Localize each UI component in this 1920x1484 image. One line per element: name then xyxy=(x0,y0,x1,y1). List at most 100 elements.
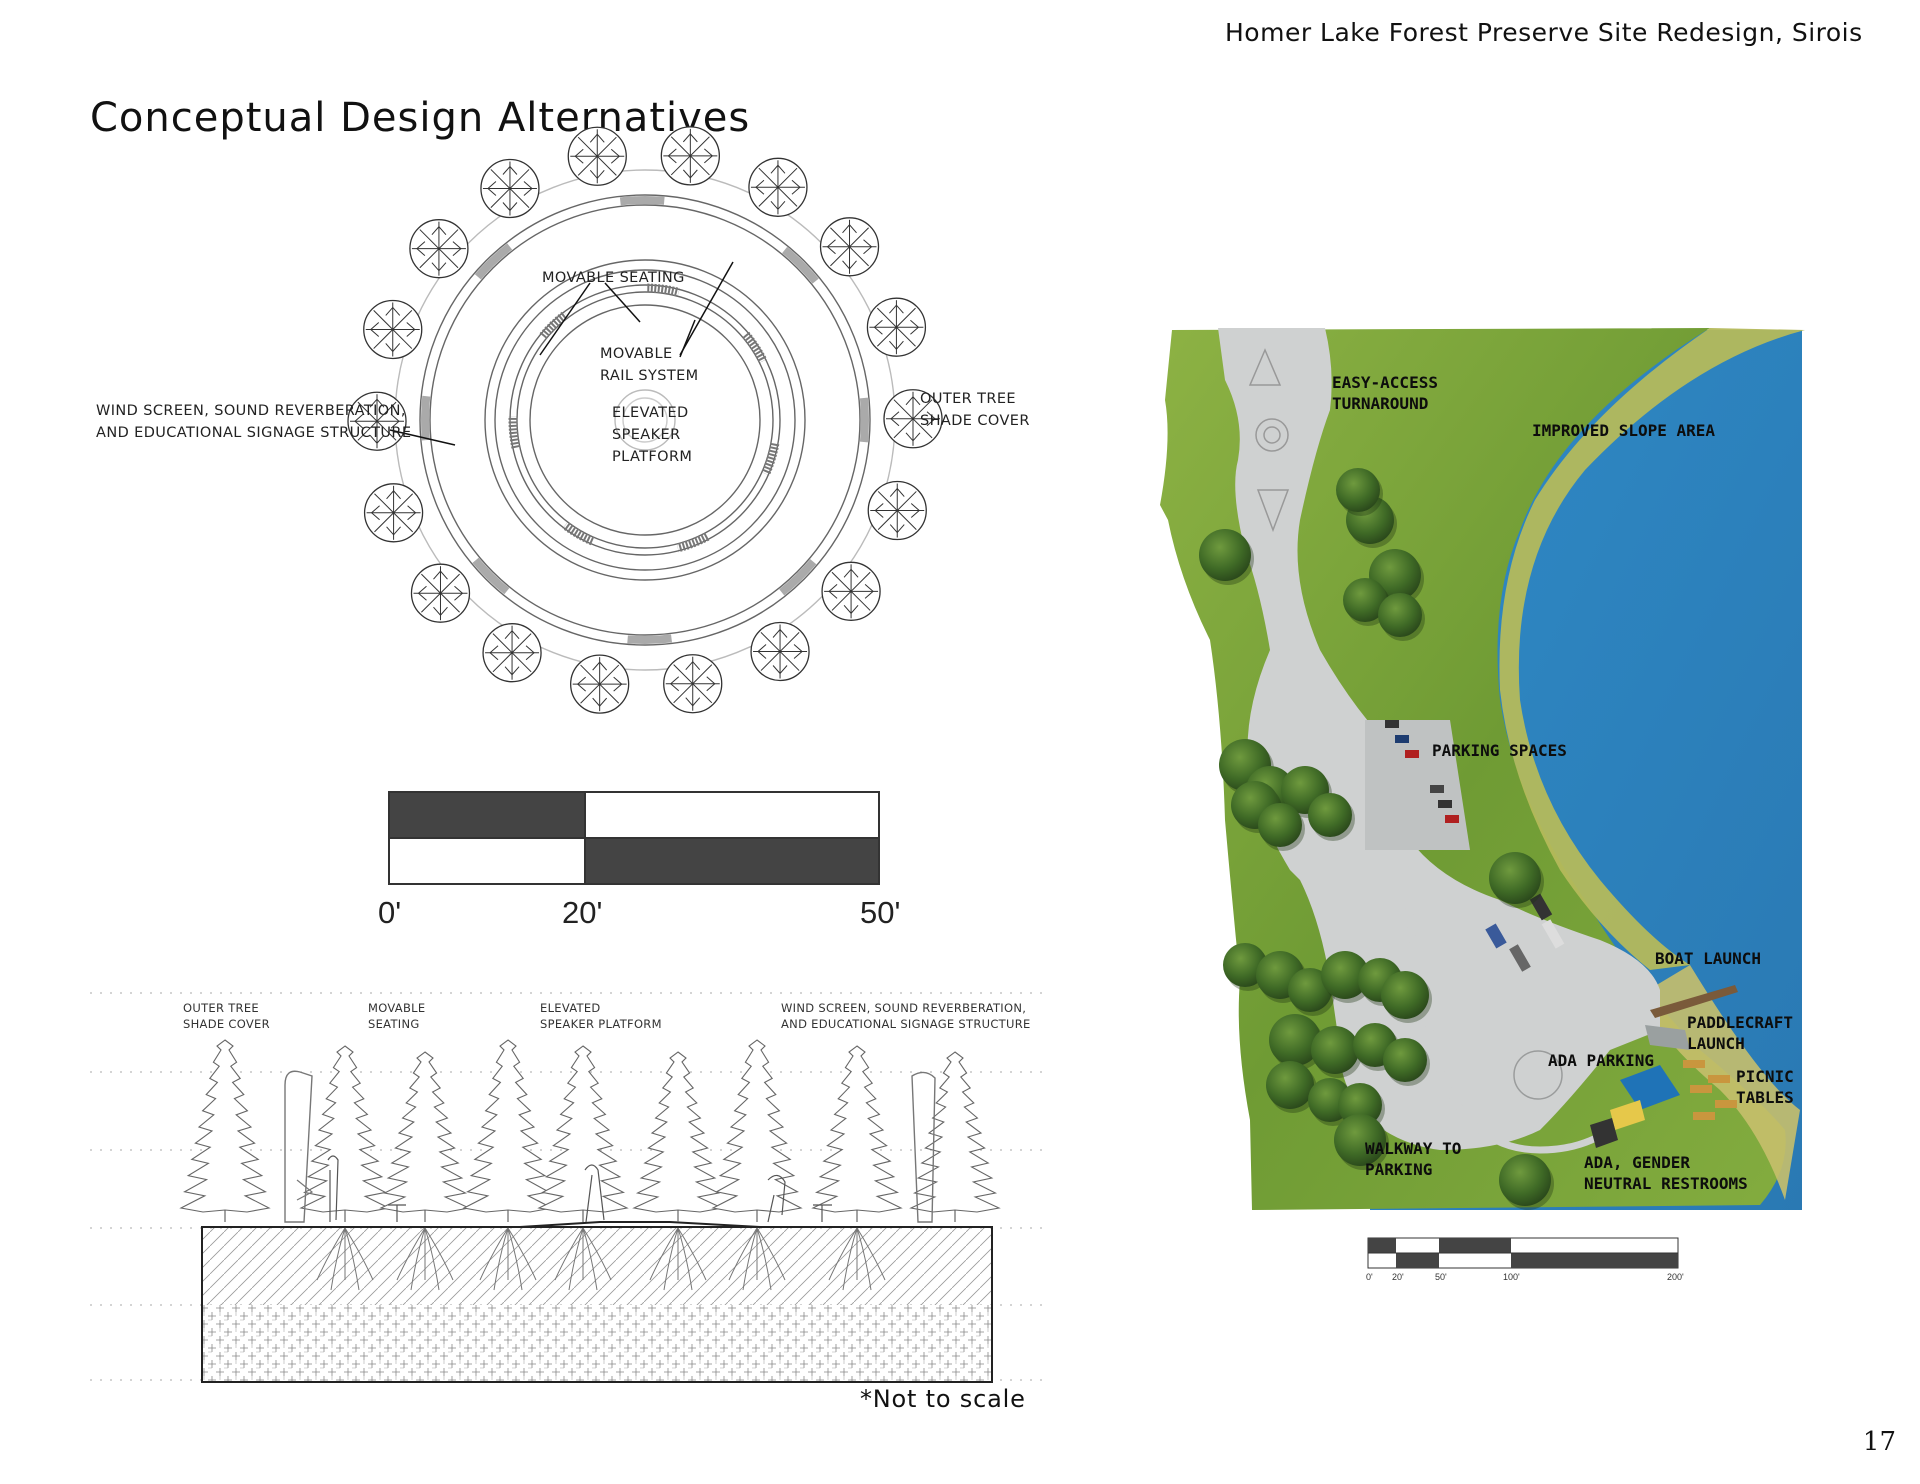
root-line xyxy=(344,1227,360,1291)
root-line xyxy=(842,1227,858,1291)
small-scale-tick-100: 100' xyxy=(1503,1272,1520,1282)
map-tree-icon xyxy=(1336,468,1383,516)
root-line xyxy=(649,1227,679,1281)
scale-tick-0: 0' xyxy=(378,895,402,930)
root-line xyxy=(330,1227,346,1291)
plan-label-outer-tree: OUTER TREE SHADE COVER xyxy=(920,391,1030,429)
root-line xyxy=(828,1227,858,1281)
plan-tree-icon xyxy=(821,561,881,621)
plan-tree-icon xyxy=(883,389,943,449)
scale-bar-large xyxy=(388,791,880,885)
root-line xyxy=(582,1227,612,1281)
small-scale-tick-50: 50' xyxy=(1435,1272,1447,1282)
section-tree-icon xyxy=(711,1039,803,1222)
map-label-restrooms: ADA, GENDER NEUTRAL RESTROOMS xyxy=(1584,1153,1748,1193)
root-line xyxy=(742,1227,758,1291)
plan-tree-icon xyxy=(363,483,424,543)
map-tree-icon xyxy=(1311,1026,1362,1078)
section-label-elevated-platform: ELEVATED SPEAKER PLATFORM xyxy=(540,1001,662,1031)
map-tree-icon xyxy=(1266,1061,1317,1113)
plan-tree-icon xyxy=(410,563,471,623)
section-tree-icon xyxy=(632,1051,724,1222)
root-line xyxy=(856,1227,886,1281)
root-line xyxy=(424,1227,454,1281)
plan-tree-icon xyxy=(748,157,808,217)
root-line xyxy=(316,1227,346,1281)
section-label-movable-seating: MOVABLE SEATING xyxy=(368,1001,426,1031)
plan-label-movable-seating: MOVABLE SEATING xyxy=(542,270,685,286)
not-to-scale-note: *Not to scale xyxy=(860,1385,1026,1413)
root-line xyxy=(728,1227,758,1281)
root-line xyxy=(410,1227,426,1291)
scale-tick-20: 20' xyxy=(562,895,603,930)
map-tree-icon xyxy=(1199,529,1254,585)
root-line xyxy=(856,1227,872,1291)
map-tree-icon xyxy=(1378,593,1425,641)
small-scale-tick-20: 20' xyxy=(1392,1272,1404,1282)
plan-tree-icon xyxy=(663,654,723,714)
plan-tree-icon xyxy=(750,621,810,682)
root-line xyxy=(677,1227,707,1281)
root-line xyxy=(582,1227,598,1291)
root-line xyxy=(568,1227,584,1291)
plan-tree-icon xyxy=(480,158,540,219)
root-line xyxy=(396,1227,426,1281)
map-tree-icon xyxy=(1269,1014,1324,1070)
map-tree-icon xyxy=(1489,852,1544,908)
map-label-ada-parking: ADA PARKING xyxy=(1548,1051,1654,1070)
section-tree-icon xyxy=(811,1045,903,1222)
plan-tree-icon xyxy=(570,654,630,714)
root-line xyxy=(554,1227,584,1281)
root-line xyxy=(677,1227,693,1291)
plan-tree-icon xyxy=(347,391,407,451)
map-tree-icon xyxy=(1308,793,1355,841)
map-tree-icon xyxy=(1334,1114,1389,1170)
root-line xyxy=(507,1227,523,1291)
map-tree-icon xyxy=(1346,496,1397,548)
section-tree-icon xyxy=(179,1039,271,1222)
plan-label-elevated-platform: ELEVATED SPEAKER PLATFORM xyxy=(612,405,693,465)
map-tree-icon xyxy=(1499,1154,1554,1210)
plan-label-wind-screen: WIND SCREEN, SOUND REVERBERATION, AND ED… xyxy=(96,403,412,441)
plan-tree-icon xyxy=(567,126,627,186)
root-line xyxy=(507,1227,537,1281)
scale-tick-50: 50' xyxy=(860,895,901,930)
map-label-slope: IMPROVED SLOPE AREA xyxy=(1532,421,1716,440)
map-tree-icon xyxy=(1258,803,1305,851)
page-number: 17 xyxy=(1862,1427,1896,1457)
scale-bar-small xyxy=(1367,1237,1679,1269)
project-header: Homer Lake Forest Preserve Site Redesign… xyxy=(1225,18,1863,47)
map-label-paddlecraft: PADDLECRAFT LAUNCH xyxy=(1687,1013,1793,1053)
section-label-wind-screen: WIND SCREEN, SOUND REVERBERATION, AND ED… xyxy=(781,1001,1031,1031)
map-label-walkway: WALKWAY TO PARKING xyxy=(1365,1139,1462,1179)
section-label-outer-tree: OUTER TREE SHADE COVER xyxy=(183,1001,270,1031)
map-tree-icon xyxy=(1321,951,1372,1003)
section-tree-icon xyxy=(299,1045,391,1222)
root-line xyxy=(424,1227,440,1291)
root-line xyxy=(756,1227,786,1281)
plan-tree-icon xyxy=(482,623,542,683)
plan-tree-icon xyxy=(660,126,720,186)
root-line xyxy=(493,1227,509,1291)
map-tree-icon xyxy=(1381,971,1432,1023)
root-line xyxy=(663,1227,679,1291)
small-scale-tick-200: 200' xyxy=(1667,1272,1684,1282)
map-label-boat-launch: BOAT LAUNCH xyxy=(1655,949,1761,968)
map-label-turnaround: EASY-ACCESS TURNAROUND xyxy=(1332,373,1438,413)
plan-tree-icon xyxy=(363,299,423,360)
section-tree-icon xyxy=(462,1039,554,1222)
plan-tree-icon xyxy=(866,297,927,357)
root-line xyxy=(479,1227,509,1281)
map-label-parking: PARKING SPACES xyxy=(1432,741,1567,760)
map-label-picnic: PICNIC TABLES xyxy=(1736,1067,1794,1107)
section-tree-icon xyxy=(537,1045,629,1222)
plan-tree-icon xyxy=(409,219,469,279)
root-line xyxy=(756,1227,772,1291)
root-line xyxy=(344,1227,374,1281)
plan-label-movable-rail: MOVABLE RAIL SYSTEM xyxy=(600,346,699,384)
plan-tree-icon xyxy=(819,217,880,277)
section-tree-icon xyxy=(379,1051,471,1222)
